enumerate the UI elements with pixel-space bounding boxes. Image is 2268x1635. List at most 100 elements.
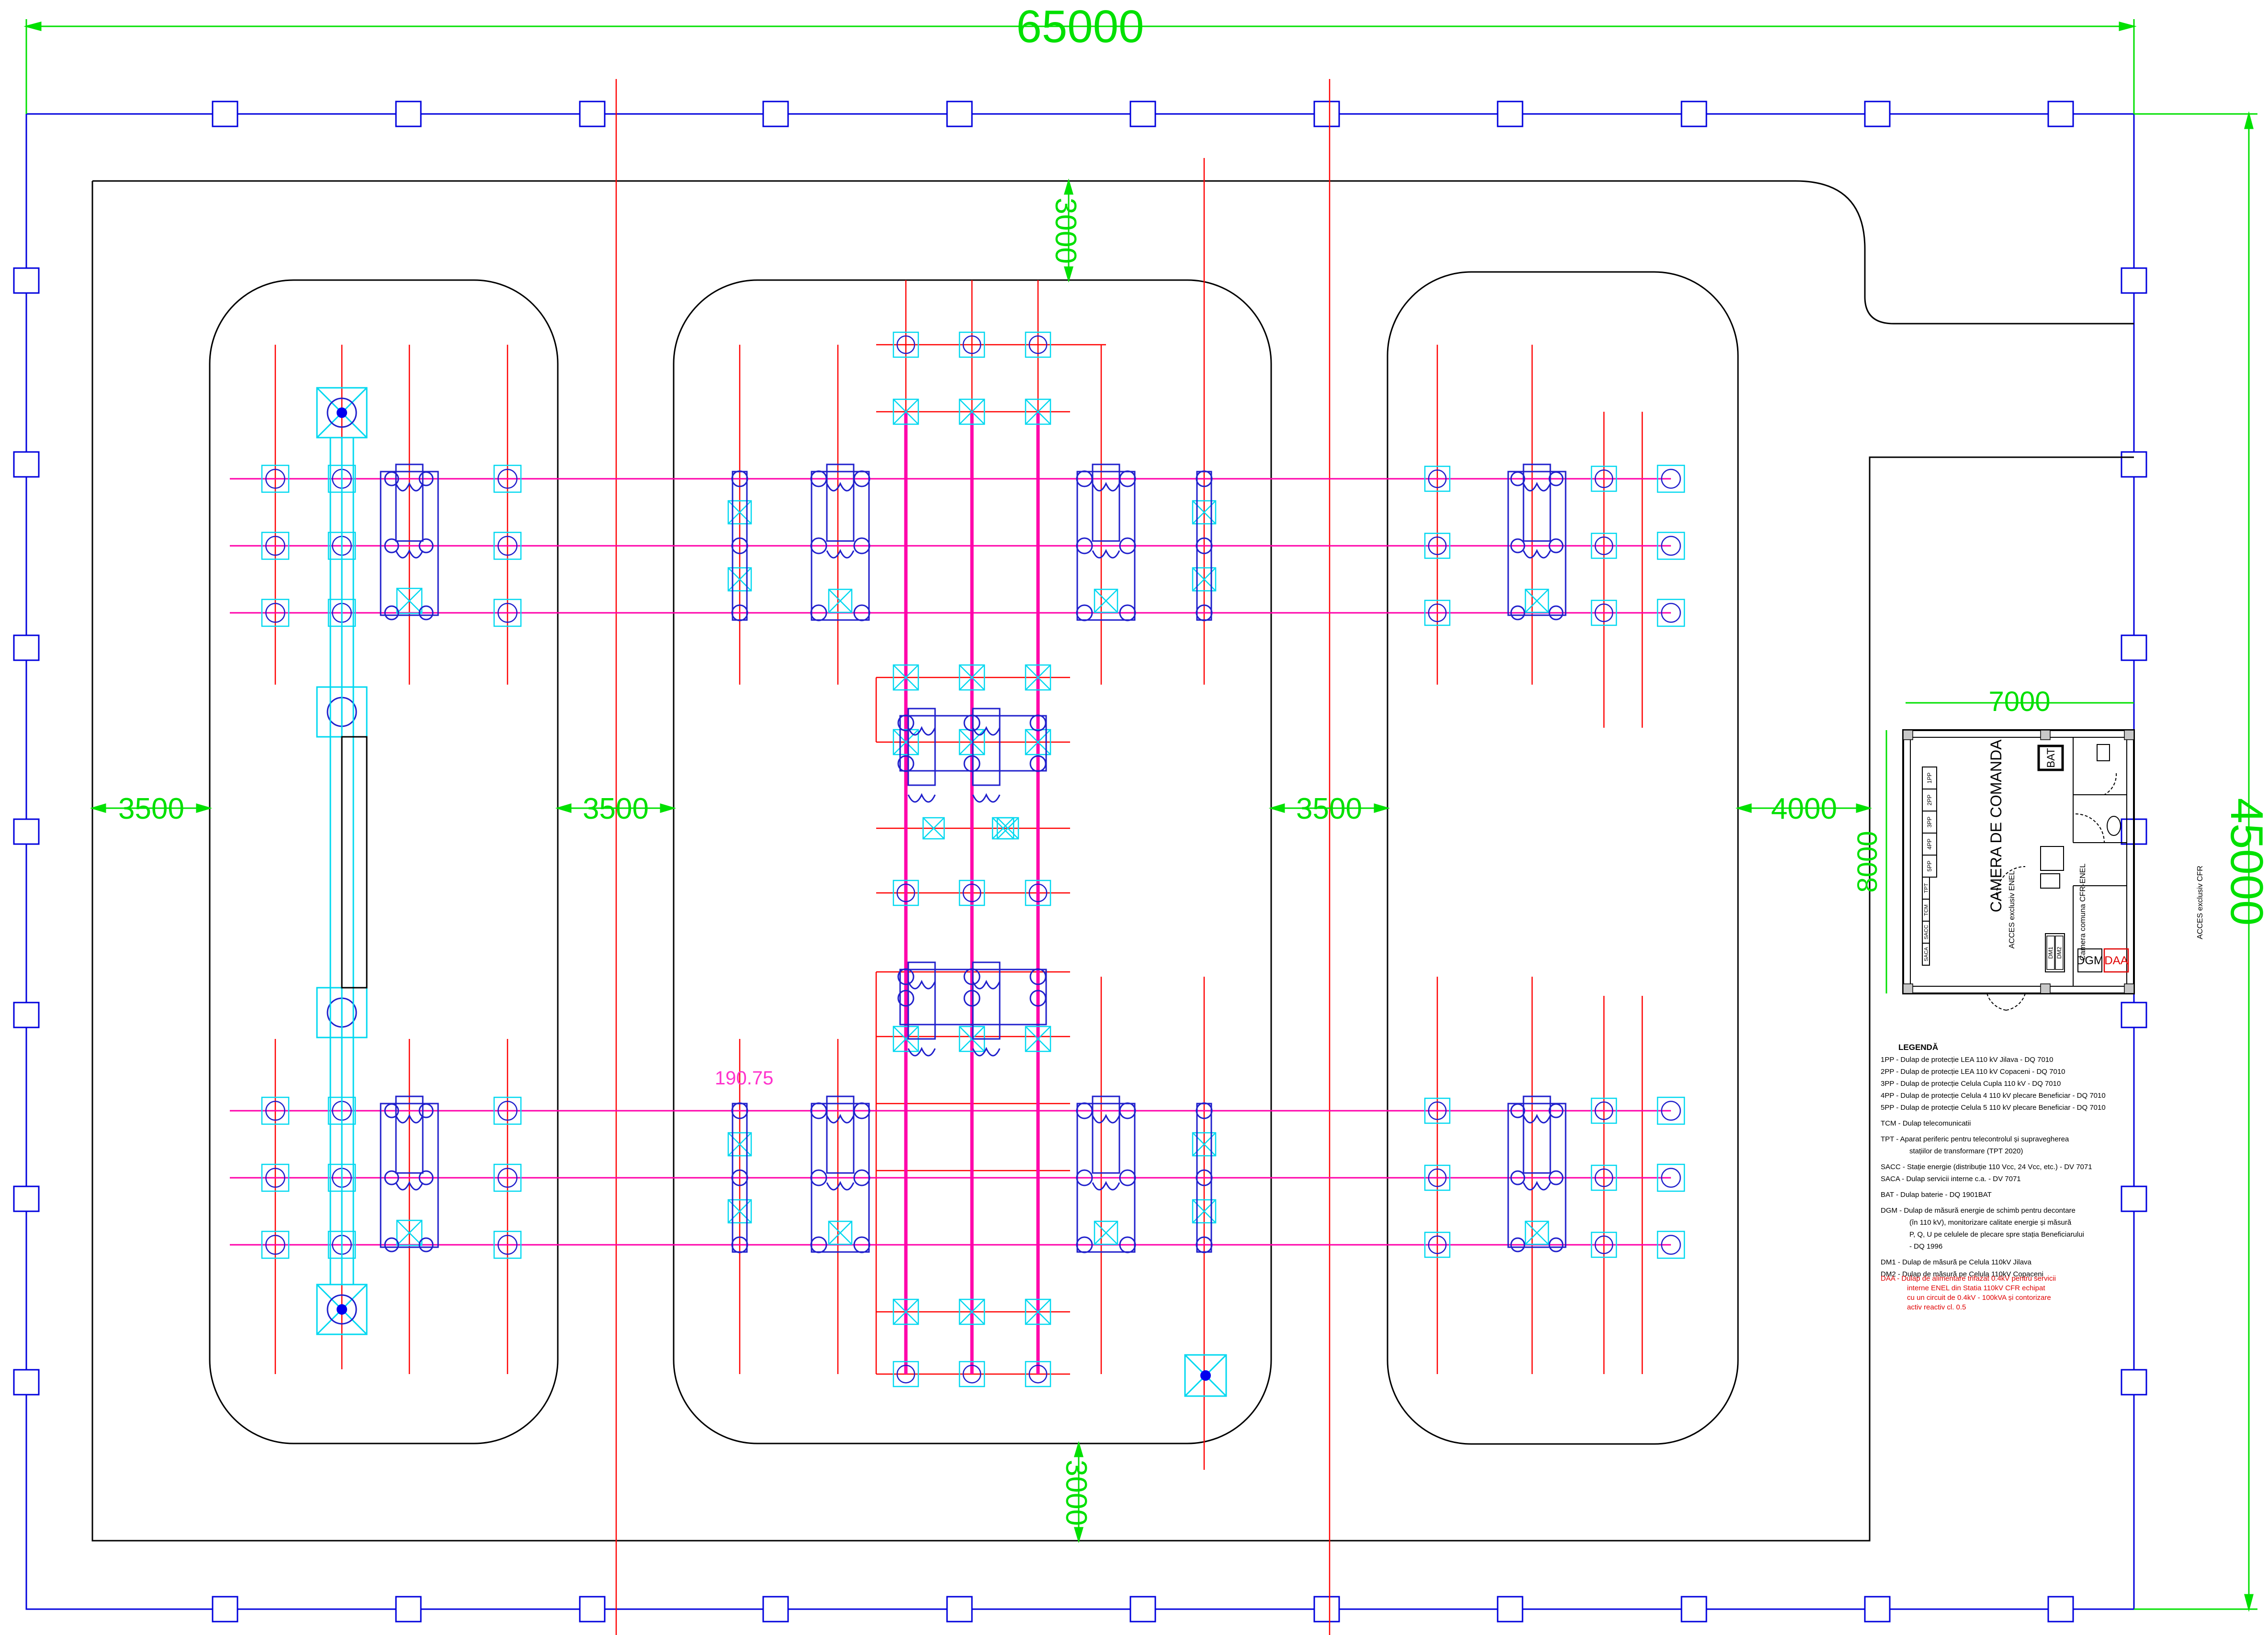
busbars: [230, 412, 1671, 1374]
legend-item: TCM - Dulap telecomunicatii: [1881, 1119, 1971, 1128]
room-acces-enel: ACCES exclusiv ENEL: [2008, 871, 2016, 949]
insulator-box: [1424, 1231, 1451, 1258]
equipment-box: [922, 817, 945, 840]
equipment-box: [396, 1219, 423, 1246]
support-circle: [1510, 1170, 1525, 1185]
dim-gap-mid1: 3500: [583, 792, 649, 825]
disconnector: [826, 463, 855, 559]
insulator-box: [1657, 1163, 1685, 1192]
dim-gap-mid2: 3500: [1296, 792, 1362, 825]
fence-post: [1681, 101, 1707, 127]
insulator-box: [1657, 1230, 1685, 1259]
insulator-box: [493, 464, 522, 493]
disconnector: [395, 1095, 424, 1191]
legend-daa-line: cu un circuit de 0.4kV - 100kVA și conto…: [1907, 1294, 2051, 1302]
apparatus-frame: [811, 1103, 870, 1253]
disconnector: [1092, 463, 1120, 559]
support-circle: [418, 538, 434, 553]
insulator-box: [1424, 1164, 1451, 1191]
fence-post: [1864, 1596, 1891, 1623]
insulator-box: [261, 1230, 290, 1259]
disconnector: [907, 708, 936, 803]
legend-item: BAT - Dulap baterie - DQ 1901BAT: [1881, 1191, 1992, 1199]
legend-title: LEGENDĂ: [1898, 1043, 1938, 1052]
room-camera-comuna: Camera comuna CFR-ENEL: [2079, 864, 2087, 961]
equipment-box: [892, 729, 919, 755]
equipment-box: [892, 664, 919, 691]
dim-overall-height: 45000: [2221, 798, 2268, 926]
equipment-box: [396, 587, 423, 614]
insulator-box: [1657, 1096, 1685, 1125]
apparatus-frame: [811, 471, 870, 621]
disconnector: [826, 1095, 855, 1191]
zone-right: [1387, 271, 1739, 1445]
legend-item: (în 110 kV), monitorizare calitate energ…: [1909, 1218, 2072, 1227]
insulator-box: [1424, 599, 1451, 626]
legend-daa-note: DAA - Dulap de alimentare trifazat 0.4kV…: [1881, 1274, 2056, 1311]
room-panel-label: 3PP: [1926, 817, 1933, 828]
legend-item: DM1 - Dulap de măsură pe Celula 110kV Ji…: [1881, 1258, 2032, 1266]
support-circle: [1510, 1237, 1525, 1252]
insulator-box: [261, 598, 290, 627]
fence-post: [13, 1002, 40, 1028]
platform-outline: [91, 180, 2134, 1542]
legend-item: TPT - Aparat periferic pentru telecontro…: [1881, 1135, 2069, 1143]
support-circle: [1548, 1237, 1564, 1252]
fence-post: [1864, 101, 1891, 127]
support-circle: [418, 1237, 434, 1252]
support-circle: [1510, 538, 1525, 553]
fence-post: [13, 1369, 40, 1396]
fence-post: [946, 101, 973, 127]
apparatus-frame: [1507, 471, 1567, 616]
fence-post: [212, 1596, 238, 1623]
fence-post: [395, 101, 422, 127]
equipment-box: [959, 729, 985, 755]
insulator-box: [493, 1230, 522, 1259]
apparatus-frame: [732, 1103, 748, 1253]
insulator-box: [1424, 1097, 1451, 1124]
support-circle: [384, 538, 399, 553]
insulator-box: [959, 331, 985, 358]
insulator-box: [959, 1361, 985, 1387]
fence-post: [2121, 1185, 2147, 1212]
axis-lines: [231, 79, 1661, 1635]
apparatus-frame: [1076, 1103, 1136, 1253]
insulator-box: [493, 531, 522, 560]
fence-post: [13, 451, 40, 478]
legend-item: 5PP - Dulap de protecție Celula 5 110 kV…: [1881, 1104, 2106, 1112]
disconnector: [972, 708, 1001, 803]
equipment-box: [996, 817, 1019, 840]
fence-post: [2121, 267, 2147, 294]
apparatus-frame: [1196, 1103, 1212, 1253]
fence-post: [1313, 1596, 1340, 1623]
fence-post: [1129, 1596, 1156, 1623]
dim-room-width: 7000: [1988, 686, 2050, 717]
equipment-box: [1524, 1220, 1549, 1245]
dim-top-gap: 3000: [1049, 198, 1082, 264]
equipment-box: [1025, 1026, 1051, 1052]
equipment-box: [1094, 1220, 1118, 1245]
room-bat-label: BAT: [2045, 748, 2057, 767]
fence-post: [579, 1596, 606, 1623]
support-circle: [897, 990, 914, 1007]
disconnector: [1523, 1095, 1551, 1191]
insulator-box: [493, 1163, 522, 1192]
fence-post: [2047, 101, 2074, 127]
dim-overall-width: 65000: [1016, 1, 1144, 52]
room-title: CAMERA DE COMANDA: [1987, 739, 2005, 913]
equipment-box: [828, 1220, 853, 1245]
legend-items: 1PP - Dulap de protecție LEA 110 kV Jila…: [1881, 1056, 2106, 1278]
fence-post: [212, 101, 238, 127]
legend-item: DM2 - Dulap de măsură pe Celula 110kV Co…: [1881, 1270, 2043, 1278]
fence-post: [13, 1185, 40, 1212]
insulator-box: [261, 1096, 290, 1125]
legend-item: - DQ 1996: [1909, 1242, 1942, 1251]
equipment-box: [959, 664, 985, 691]
legend-item: SACC - Stație energie (distribuție 110 V…: [1881, 1163, 2092, 1171]
disconnector: [972, 961, 1001, 1057]
fence-post: [13, 634, 40, 661]
fence-post: [2121, 451, 2147, 478]
equipment-box: [1025, 1298, 1051, 1325]
equipment-box: [892, 1298, 919, 1325]
